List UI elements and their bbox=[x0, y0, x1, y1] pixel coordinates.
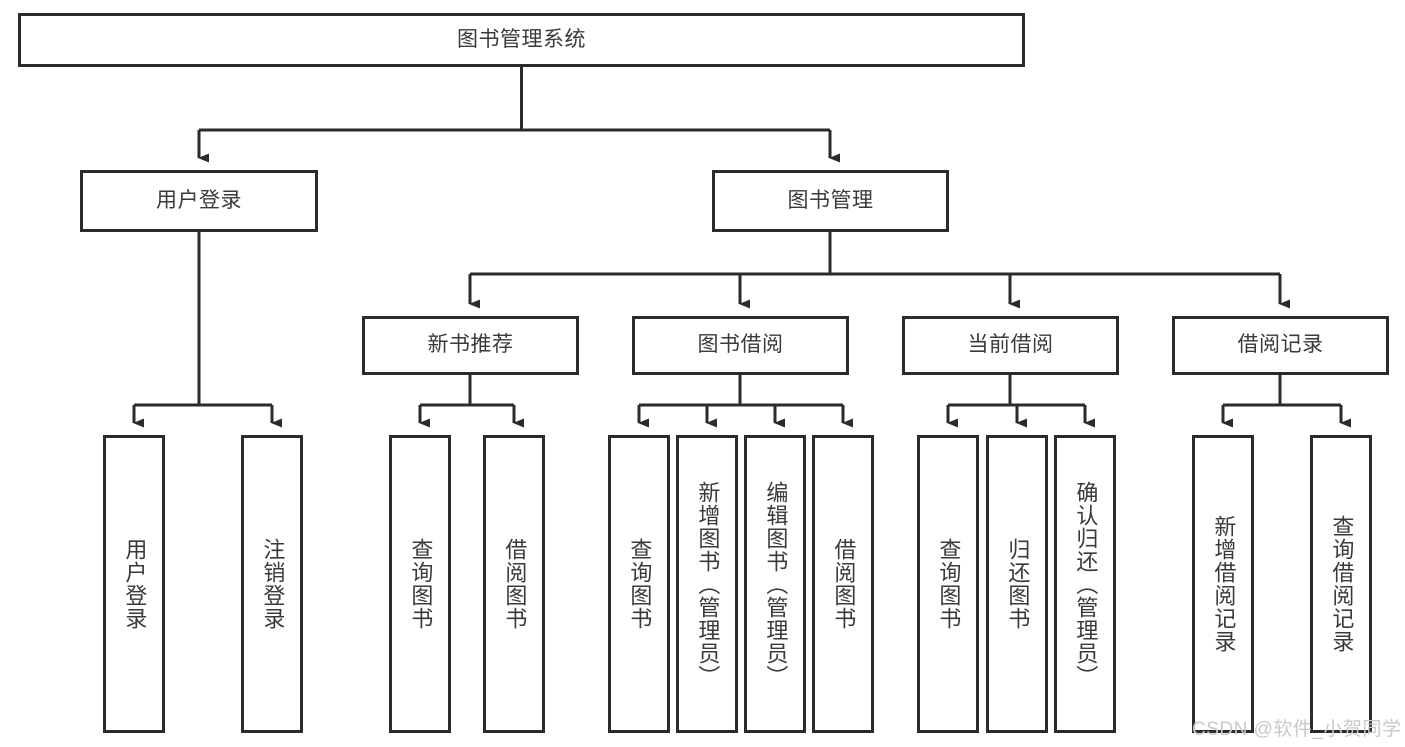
leaf-borrow-book-newbook[interactable]: 借阅图书 bbox=[483, 435, 545, 733]
node-label: 借阅图书 bbox=[502, 538, 528, 630]
node-system-root[interactable]: 图书管理系统 bbox=[18, 13, 1025, 67]
node-label: 查询图书 bbox=[936, 538, 962, 630]
node-label: 用户登录 bbox=[156, 188, 242, 212]
leaf-user-login[interactable]: 用户登录 bbox=[103, 435, 165, 733]
node-label: 注销登录 bbox=[260, 538, 286, 630]
node-label: 查询借阅记录 bbox=[1329, 515, 1355, 653]
leaf-query-book-borrow[interactable]: 查询图书 bbox=[608, 435, 670, 733]
leaf-logout-login[interactable]: 注销登录 bbox=[241, 435, 303, 733]
node-label: 确认归还（管理员） bbox=[1073, 480, 1099, 688]
node-new-book-recommend[interactable]: 新书推荐 bbox=[362, 316, 579, 375]
node-label: 当前借阅 bbox=[967, 333, 1054, 357]
leaf-edit-book-admin[interactable]: 编辑图书（管理员） bbox=[744, 435, 806, 733]
node-label: 编辑图书（管理员） bbox=[763, 480, 789, 688]
leaf-borrow-book[interactable]: 借阅图书 bbox=[812, 435, 874, 733]
node-label: 借阅图书 bbox=[831, 538, 857, 630]
leaf-query-book-current[interactable]: 查询图书 bbox=[917, 435, 979, 733]
node-label: 新增借阅记录 bbox=[1211, 515, 1237, 653]
leaf-add-book-admin[interactable]: 新增图书（管理员） bbox=[676, 435, 738, 733]
node-current-borrow[interactable]: 当前借阅 bbox=[902, 316, 1119, 375]
leaf-query-borrow-record[interactable]: 查询借阅记录 bbox=[1310, 435, 1372, 733]
node-label: 新书推荐 bbox=[427, 333, 514, 357]
node-label: 用户登录 bbox=[122, 538, 148, 630]
node-label: 新增图书（管理员） bbox=[695, 480, 721, 688]
leaf-return-book[interactable]: 归还图书 bbox=[986, 435, 1048, 733]
leaf-add-borrow-record[interactable]: 新增借阅记录 bbox=[1192, 435, 1254, 733]
node-label: 查询图书 bbox=[408, 538, 434, 630]
node-book-borrow[interactable]: 图书借阅 bbox=[632, 316, 849, 375]
leaf-query-book-newbook[interactable]: 查询图书 bbox=[389, 435, 451, 733]
node-label: 图书管理 bbox=[787, 188, 874, 212]
csdn-watermark: CSDN @软件_小贺同学 bbox=[1192, 719, 1402, 740]
node-label: 归还图书 bbox=[1005, 538, 1031, 630]
node-borrow-record[interactable]: 借阅记录 bbox=[1172, 316, 1389, 375]
node-label: 查询图书 bbox=[627, 538, 653, 630]
node-user-login[interactable]: 用户登录 bbox=[80, 170, 318, 232]
node-label: 图书管理系统 bbox=[457, 27, 586, 51]
node-book-management[interactable]: 图书管理 bbox=[712, 170, 949, 232]
node-label: 借阅记录 bbox=[1237, 333, 1324, 357]
node-label: 图书借阅 bbox=[697, 333, 784, 357]
leaf-confirm-return-admin[interactable]: 确认归还（管理员） bbox=[1054, 435, 1116, 733]
